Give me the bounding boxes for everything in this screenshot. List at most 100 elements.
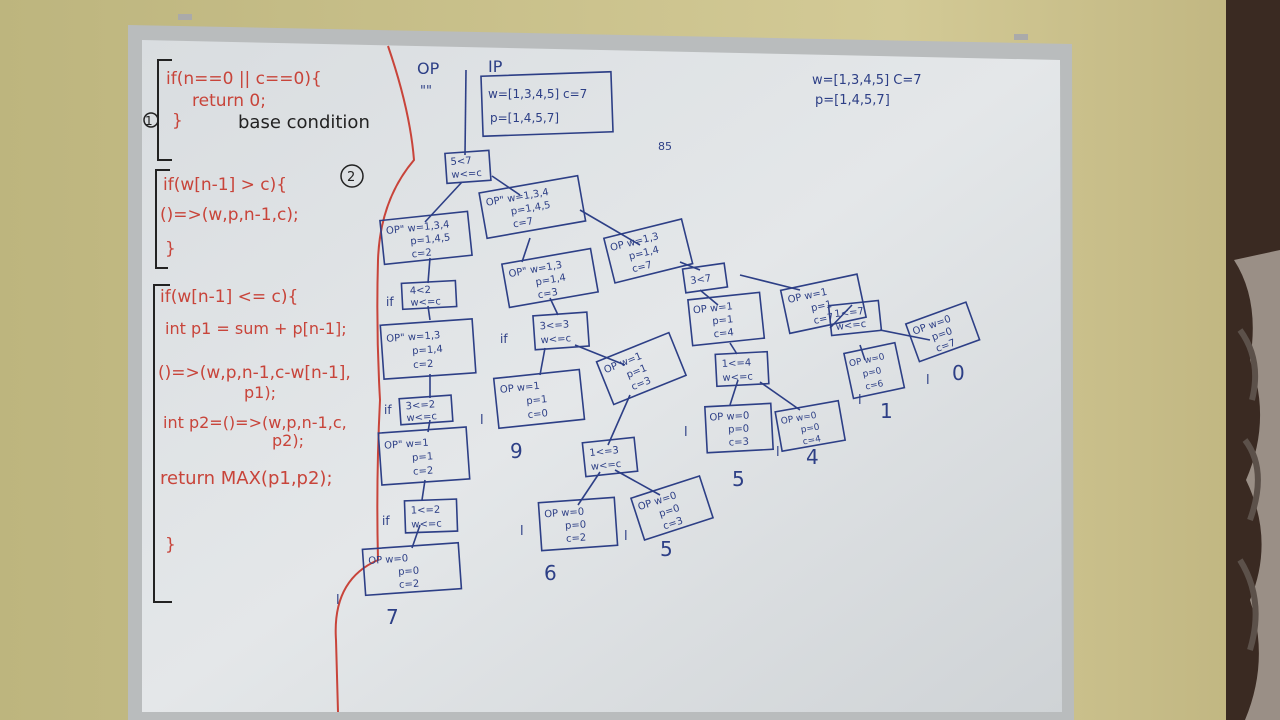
- svg-text:c=3: c=3: [728, 437, 749, 449]
- tree-node: 3<=3 w<=c: [532, 311, 591, 351]
- result-value: 4: [806, 445, 819, 469]
- svg-text:c=4: c=4: [802, 434, 822, 447]
- code-line-2: return 0;: [192, 91, 266, 111]
- code-line-9: int p1 = sum + p[n-1];: [165, 319, 347, 338]
- tree-node: 1<=2 w<=c: [403, 498, 459, 534]
- red-divider-line: [334, 45, 416, 713]
- input-p: p=[1,4,5,7]: [490, 111, 559, 125]
- svg-text:c=2: c=2: [399, 579, 420, 591]
- marker-circle-1: [143, 112, 159, 128]
- tree-node: 3<=2 w<=c: [398, 394, 454, 426]
- l-mark: l: [776, 445, 780, 460]
- svg-text:OP" w=1: OP" w=1: [384, 438, 429, 452]
- svg-text:w<=c: w<=c: [540, 333, 571, 346]
- result-value: 5: [660, 537, 673, 561]
- svg-text:1<=2: 1<=2: [411, 505, 441, 517]
- tree-node: OP w=0 p=0 c=2: [361, 541, 463, 597]
- input-box: [480, 70, 614, 138]
- code-line-5: if(w[n-1] > c){: [163, 175, 287, 195]
- result-value: 0: [952, 361, 965, 385]
- op-quotes: "": [420, 84, 432, 99]
- if-mark: if: [382, 514, 390, 528]
- svg-text:p=1: p=1: [526, 394, 548, 407]
- tree-node: 1<=7 w<=c: [827, 299, 883, 337]
- svg-text:p=1,4,5: p=1,4,5: [410, 232, 451, 247]
- results: 7 9 6 5 5 4 1 0: [386, 361, 965, 629]
- l-mark: l: [858, 393, 862, 408]
- tree-node: OP" w=1 p=1 c=2: [377, 426, 471, 486]
- svg-text:p=1: p=1: [412, 451, 434, 463]
- l-mark: l: [684, 425, 688, 440]
- marker-label-1: 1: [145, 114, 153, 128]
- if-mark: if: [384, 403, 392, 417]
- svg-text:w<=c: w<=c: [406, 411, 437, 424]
- if-mark: if: [386, 295, 394, 309]
- result-value: 9: [510, 439, 523, 463]
- svg-text:OP w=1: OP w=1: [499, 381, 540, 396]
- svg-text:p=0: p=0: [728, 424, 750, 436]
- stray-mark: 85: [658, 140, 672, 153]
- svg-text:c=4: c=4: [713, 327, 734, 340]
- corner-p: p=[1,4,5,7]: [815, 93, 890, 108]
- bracket-2: [155, 169, 170, 269]
- svg-text:OP w=0: OP w=0: [368, 553, 409, 567]
- marker-circle-2: [340, 164, 364, 188]
- op-label: OP: [417, 59, 440, 78]
- code-line-3: }: [172, 111, 183, 131]
- svg-text:c=3: c=3: [537, 287, 559, 301]
- svg-text:3<=2: 3<=2: [405, 399, 435, 412]
- ip-label: IP: [488, 57, 503, 76]
- svg-text:c=2: c=2: [566, 532, 587, 544]
- svg-text:p=1,4: p=1,4: [535, 272, 567, 288]
- branch-markers: if if if if l l l l l l l l: [336, 295, 930, 608]
- svg-text:p=1: p=1: [712, 314, 734, 327]
- tree-node: OP w=1 p=1 c=0: [492, 368, 586, 430]
- svg-text:p=0: p=0: [398, 566, 420, 578]
- code-line-13: p2);: [272, 431, 304, 450]
- code-line-7: }: [165, 239, 176, 259]
- code-line-8: if(w[n-1] <= c){: [160, 287, 298, 307]
- svg-text:c=0: c=0: [527, 408, 548, 421]
- svg-text:p=0: p=0: [565, 519, 587, 531]
- l-mark: l: [480, 413, 484, 428]
- tree-node: 4<2 w<=c: [400, 279, 458, 311]
- code-line-11: p1);: [244, 383, 276, 402]
- tree-node: OP w=1 p=1 c=4: [687, 291, 766, 347]
- tree-node: 1<=4 w<=c: [714, 350, 770, 388]
- svg-text:c=2: c=2: [411, 247, 432, 260]
- svg-text:1<=7: 1<=7: [834, 306, 864, 320]
- svg-text:OP" w=1,3: OP" w=1,3: [386, 330, 441, 345]
- code-base-condition: base condition: [238, 112, 370, 133]
- svg-text:1<=4: 1<=4: [722, 358, 752, 371]
- code-line-14: return MAX(p1,p2);: [160, 468, 333, 489]
- code-line-1: if(n==0 || c==0){: [166, 69, 322, 89]
- l-mark: l: [926, 373, 930, 388]
- tree-node: 1<=3 w<=c: [581, 436, 639, 478]
- svg-text:OP w=0: OP w=0: [709, 410, 750, 423]
- svg-text:c=6: c=6: [865, 379, 885, 393]
- svg-text:p=0: p=0: [800, 422, 821, 435]
- tree-node: 5<7 w<=c: [444, 149, 492, 185]
- svg-text:w<=c: w<=c: [590, 459, 621, 473]
- svg-text:c=2: c=2: [413, 465, 434, 477]
- code-line-6: ()=>(w,p,n-1,c);: [160, 205, 299, 225]
- svg-text:c=2: c=2: [413, 359, 434, 371]
- tree-node: OP w=0 p=0 c=2: [537, 496, 619, 552]
- svg-text:w<=c: w<=c: [411, 519, 442, 531]
- svg-text:1<=3: 1<=3: [589, 445, 619, 459]
- svg-text:p=1,4: p=1,4: [412, 344, 443, 357]
- svg-text:w<=c: w<=c: [410, 296, 441, 309]
- marker-label-2: 2: [347, 170, 355, 185]
- result-value: 6: [544, 561, 557, 585]
- bracket-3: [153, 284, 172, 603]
- tree-node: 3<7: [681, 262, 729, 294]
- l-mark: l: [624, 529, 628, 544]
- svg-text:w<=c: w<=c: [835, 319, 866, 333]
- l-mark: l: [336, 593, 340, 608]
- svg-text:4<2: 4<2: [410, 285, 432, 297]
- corner-w: w=[1,3,4,5] C=7: [812, 73, 922, 88]
- if-mark: if: [500, 332, 508, 346]
- code-line-10: ()=>(w,p,n-1,c-w[n-1],: [158, 363, 351, 383]
